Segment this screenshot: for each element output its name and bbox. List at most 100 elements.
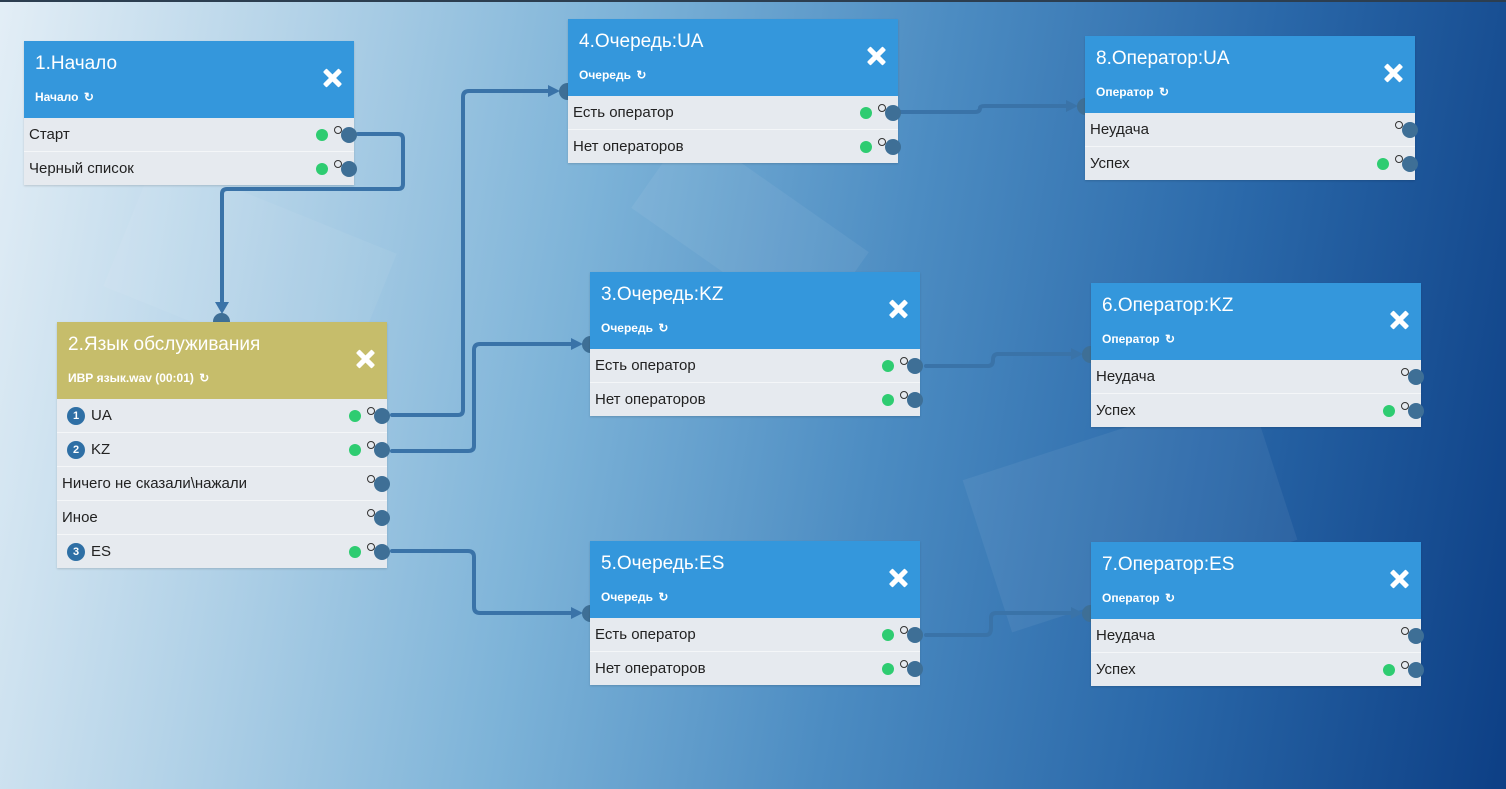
refresh-icon[interactable]: ↻ [658,321,669,335]
output-port[interactable] [1402,122,1418,138]
node-row: 3 ES [57,535,390,568]
node-row: Иное [57,501,390,535]
close-icon[interactable] [1389,569,1409,589]
node-queue-es[interactable]: 5.Очередь:ES Очередь ↻ Есть оператор Нет… [590,541,923,685]
node-start[interactable]: 1.Начало Начало ↻ Старт Черный список [24,41,357,185]
wire-queue-kz-to-operator-kz[interactable] [924,352,1077,368]
refresh-icon[interactable]: ↻ [636,68,647,82]
output-port[interactable] [341,161,357,177]
output-port[interactable] [374,408,390,424]
node-queue-kz[interactable]: 3.Очередь:KZ Очередь ↻ Есть оператор Нет… [590,272,923,416]
output-port[interactable] [907,627,923,643]
close-icon[interactable] [1389,310,1409,330]
wire-ua-to-queue-ua[interactable] [390,89,554,417]
output-port[interactable] [374,442,390,458]
output-port[interactable] [907,358,923,374]
close-icon[interactable] [888,299,908,319]
node-title: 2.Язык обслуживания [68,334,261,355]
close-icon[interactable] [355,349,375,369]
node-header[interactable]: 7.Оператор:ES Оператор ↻ [1091,542,1421,619]
node-queue-ua[interactable]: 4.Очередь:UA Очередь ↻ Есть оператор Нет… [568,19,901,163]
top-border [0,0,1506,2]
output-port[interactable] [1402,156,1418,172]
node-title: 1.Начало [35,53,118,74]
wire-queue-ua-to-operator-ua[interactable] [898,104,1072,114]
node-header[interactable]: 3.Очередь:KZ Очередь ↻ [590,272,920,349]
node-title: 4.Очередь:UA [579,31,704,52]
node-title: 3.Очередь:KZ [601,284,724,305]
node-row: Нет операторов [590,383,923,416]
close-icon[interactable] [866,46,886,66]
active-indicator [1377,158,1389,170]
arrowhead [215,302,229,314]
active-indicator [860,107,872,119]
node-subtitle[interactable]: Оператор ↻ [1096,85,1169,99]
refresh-icon[interactable]: ↻ [1164,332,1176,346]
node-row: Неудача [1085,113,1418,147]
output-port[interactable] [1408,403,1424,419]
wire-es-to-queue-es[interactable] [390,549,577,615]
row-label: Неудача [1090,121,1149,138]
node-subtitle[interactable]: Очередь ↻ [579,68,646,82]
node-row: Нет операторов [590,652,923,685]
close-icon[interactable] [888,568,908,588]
output-port[interactable] [1408,369,1424,385]
node-subtitle[interactable]: ИВР язык.wav (00:01) ↻ [68,371,209,385]
node-operator-es[interactable]: 7.Оператор:ES Оператор ↻ Неудача Успех [1091,542,1424,686]
node-header[interactable]: 5.Очередь:ES Очередь ↻ [590,541,920,618]
active-indicator [349,444,361,456]
active-indicator [349,546,361,558]
node-header[interactable]: 8.Оператор:UA Оператор ↻ [1085,36,1415,113]
refresh-icon[interactable]: ↻ [199,371,210,385]
row-label: Есть оператор [595,626,696,643]
node-subtitle-text: Начало [35,90,79,104]
node-header[interactable]: 2.Язык обслуживания ИВР язык.wav (00:01)… [57,322,387,399]
row-label: Успех [1090,155,1130,172]
wire-start-to-language[interactable] [220,132,405,308]
node-operator-kz[interactable]: 6.Оператор:KZ Оператор ↻ Неудача Успех [1091,283,1424,427]
refresh-icon[interactable]: ↻ [658,590,669,604]
close-icon[interactable] [1383,63,1403,83]
node-row: Черный список [24,152,357,185]
option-number-badge: 2 [67,441,85,459]
node-row: Старт [24,118,357,152]
output-port[interactable] [907,661,923,677]
row-label: Старт [29,126,70,143]
node-row: 2 KZ [57,433,390,467]
output-port[interactable] [885,105,901,121]
close-icon[interactable] [322,68,342,88]
node-header[interactable]: 4.Очередь:UA Очередь ↻ [568,19,898,96]
node-header[interactable]: 6.Оператор:KZ Оператор ↻ [1091,283,1421,360]
node-title: 7.Оператор:ES [1102,554,1235,575]
refresh-icon[interactable]: ↻ [83,90,94,104]
refresh-icon[interactable]: ↻ [1158,85,1170,99]
node-subtitle[interactable]: Оператор ↻ [1102,332,1175,346]
node-row: Есть оператор [590,618,923,652]
node-subtitle[interactable]: Начало ↻ [35,90,94,104]
output-port[interactable] [374,544,390,560]
output-port[interactable] [907,392,923,408]
row-label: Успех [1096,402,1136,419]
active-indicator [1383,405,1395,417]
wire-queue-es-to-operator-es[interactable] [924,611,1077,637]
output-port[interactable] [341,127,357,143]
row-label: Нет операторов [595,660,706,677]
node-subtitle-text: Оператор [1096,85,1154,99]
output-port[interactable] [374,510,390,526]
node-subtitle[interactable]: Очередь ↻ [601,321,668,335]
output-port[interactable] [1408,628,1424,644]
node-subtitle[interactable]: Очередь ↻ [601,590,668,604]
node-language[interactable]: 2.Язык обслуживания ИВР язык.wav (00:01)… [57,322,390,568]
output-port[interactable] [885,139,901,155]
row-label: Неудача [1096,627,1155,644]
arrowhead [571,607,583,619]
node-operator-ua[interactable]: 8.Оператор:UA Оператор ↻ Неудача Успех [1085,36,1418,180]
refresh-icon[interactable]: ↻ [1164,591,1176,605]
node-subtitle[interactable]: Оператор ↻ [1102,591,1175,605]
output-port[interactable] [1408,662,1424,678]
node-header[interactable]: 1.Начало Начало ↻ [24,41,354,118]
output-port[interactable] [374,476,390,492]
active-indicator [882,360,894,372]
node-subtitle-text: Оператор [1102,332,1160,346]
wire-kz-to-queue-kz[interactable] [390,342,577,453]
